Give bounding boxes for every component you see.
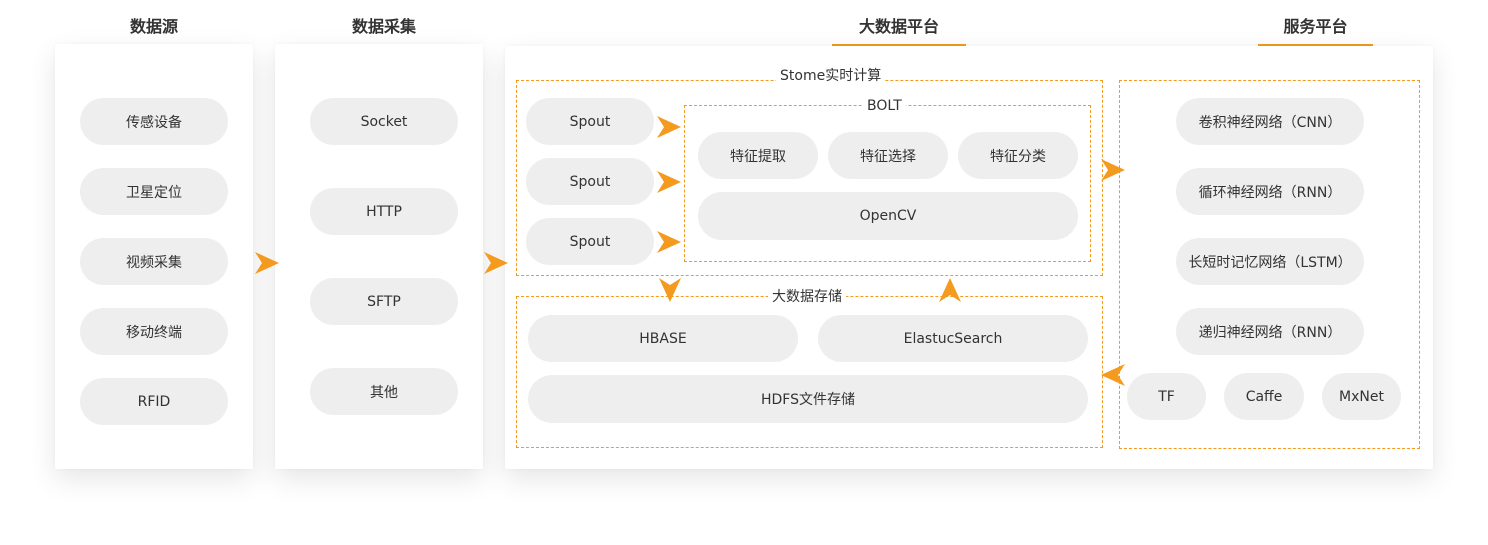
spout-node: Spout — [526, 158, 654, 205]
big-data-platform-title: 大数据平台 — [858, 17, 939, 36]
data-collection-item: HTTP — [310, 188, 458, 235]
arrow-right-icon — [657, 171, 681, 193]
hdfs-node: HDFS文件存储 — [528, 375, 1088, 423]
data-collection-item: Socket — [310, 98, 458, 145]
service-platform-box — [1119, 80, 1420, 449]
spout-node: Spout — [526, 98, 654, 145]
feature-node: 特征分类 — [958, 132, 1078, 179]
framework-node: TF — [1127, 373, 1206, 420]
spout-node: Spout — [526, 218, 654, 265]
data-source-item: 视频采集 — [80, 238, 228, 285]
arrow-up-icon — [939, 278, 961, 302]
arrow-left-icon — [1101, 364, 1125, 386]
arrow-right-icon — [484, 252, 508, 274]
arrow-right-icon — [255, 252, 279, 274]
arrow-right-icon — [657, 231, 681, 253]
network-node: 递归神经网络（RNN） — [1176, 308, 1364, 355]
opencv-node: OpenCV — [698, 192, 1078, 240]
service-platform-title-underline — [1258, 44, 1373, 47]
data-source-item: 传感设备 — [80, 98, 228, 145]
feature-node: 特征提取 — [698, 132, 818, 179]
data-collection-title: 数据采集 — [351, 17, 416, 36]
data-collection-item: 其他 — [310, 368, 458, 415]
feature-node: 特征选择 — [828, 132, 948, 179]
data-source-item: 卫星定位 — [80, 168, 228, 215]
framework-node: Caffe — [1224, 373, 1304, 420]
storm-realtime-label: Stome实时计算 — [776, 68, 886, 84]
arrow-right-icon — [1101, 159, 1125, 181]
network-node: 循环神经网络（RNN） — [1176, 168, 1364, 215]
data-source-item: RFID — [80, 378, 228, 425]
network-node: 长短时记忆网络（LSTM） — [1176, 238, 1364, 285]
arrow-right-icon — [657, 116, 681, 138]
data-source-title: 数据源 — [129, 17, 178, 36]
framework-node: MxNet — [1322, 373, 1401, 420]
big-data-platform-title-underline — [832, 44, 966, 47]
service-platform-title: 服务平台 — [1283, 17, 1348, 36]
data-source-item: 移动终端 — [80, 308, 228, 355]
storage-label: 大数据存储 — [768, 289, 846, 305]
data-collection-item: SFTP — [310, 278, 458, 325]
network-node: 卷积神经网络（CNN） — [1176, 98, 1364, 145]
arrow-down-icon — [659, 278, 681, 302]
hbase-node: HBASE — [528, 315, 798, 362]
bolt-label: BOLT — [863, 98, 906, 114]
elasticsearch-node: ElastucSearch — [818, 315, 1088, 362]
